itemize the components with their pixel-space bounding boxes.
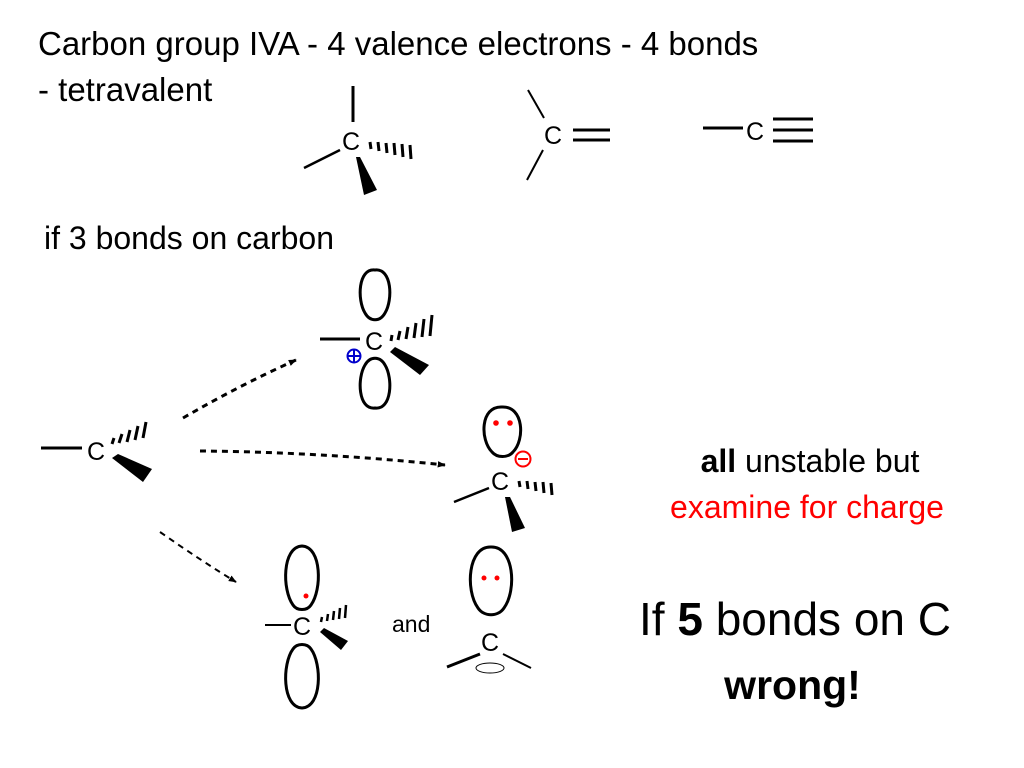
five-bonds-line: If 5 bonds on C [605,596,985,642]
arrow-to-anion [199,449,446,468]
arrow-to-radical [159,531,237,583]
p-orbital-lower [358,356,392,410]
title-line-1: Carbon group IVA - 4 valence electrons -… [38,25,759,62]
subtitle-three-bonds: if 3 bonds on carbon [44,220,334,256]
reaction-arrows [159,358,446,583]
hashed-wedge-bond [368,141,413,160]
carbanion: C [453,405,554,532]
atom-c-double: C [544,122,562,150]
atom-c-tetrahedral: C [342,128,360,156]
p-orbital-upper [358,268,392,322]
and-label: and [392,611,431,637]
plus-charge-icon [346,348,362,364]
atom-c-anion: C [491,468,509,496]
title-line-2: - tetravalent [38,71,213,108]
tetrahedral-carbon: C [303,86,413,195]
atom-c-pyramidal: C [481,629,499,657]
note-examine-charge: examine for charge [670,489,944,525]
note-unstable: all unstable but [640,445,980,477]
five-number: 5 [677,593,703,645]
double-bond-carbon: C [526,89,610,181]
atom-c-center: C [87,438,105,466]
lone-pair-dot [507,420,513,426]
carbocation: C [320,268,434,410]
radical-electron-dot [303,593,309,599]
radical-planar: C [265,544,348,710]
solid-wedge-bond [356,157,377,195]
note-bold-all: all [700,443,737,479]
three-bond-carbon: C [41,421,152,482]
atom-c-radical: C [293,613,311,641]
atom-c-triple: C [746,118,764,146]
electron-dot [494,575,500,581]
lone-pair-orbital [482,405,523,458]
lone-pair-dot [493,420,499,426]
p-orbital-lower [284,643,320,710]
minus-charge-icon [514,450,532,468]
note-unstable-text: unstable but [736,443,920,479]
electron-dot [481,575,487,581]
p-orbital-upper [284,544,320,611]
arrow-to-cation [182,358,297,420]
five-suffix: bonds on C [702,593,951,645]
wrong-verdict: wrong! [724,662,861,708]
triple-bond-carbon: C [703,117,813,146]
atom-c-cation: C [365,328,383,356]
five-prefix: If [639,593,678,645]
sp3-orbital [468,545,514,617]
radical-pyramidal: C [446,545,532,674]
